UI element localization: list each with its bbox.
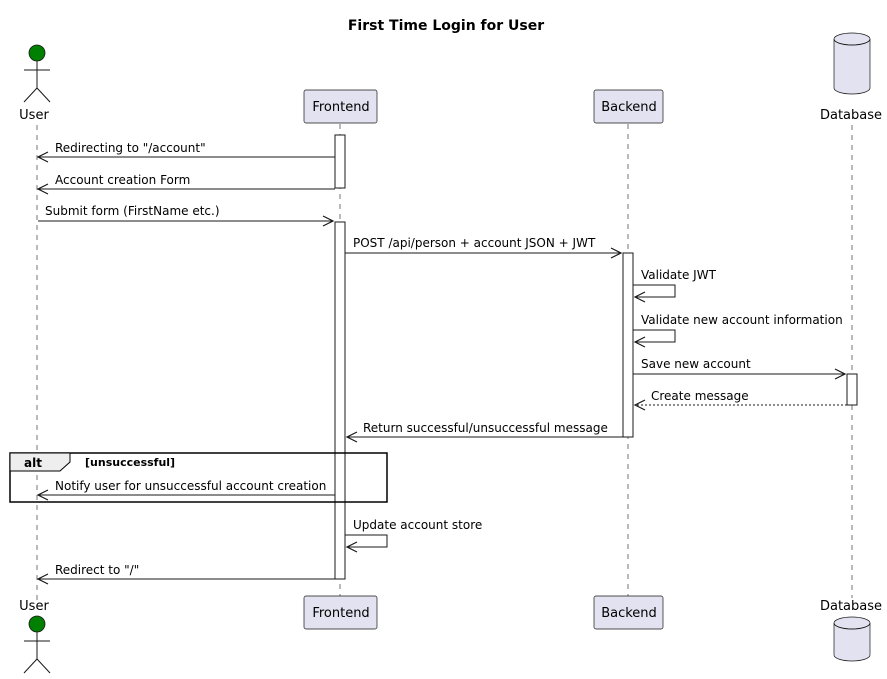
message-label: Save new account: [641, 357, 751, 371]
activation-frontend-2: [334, 221, 346, 580]
participant-backend-top: Backend: [593, 89, 664, 124]
message-8-return: Create message: [633, 389, 847, 411]
activation-backend: [622, 252, 634, 438]
participant-label: User: [19, 599, 49, 614]
message-label: Validate JWT: [641, 268, 717, 282]
activation-database: [846, 373, 858, 406]
message-label: Account creation Form: [55, 173, 190, 187]
participant-label: Backend: [601, 606, 657, 621]
message-11-self: Update account store: [345, 518, 482, 553]
participant-user-bottom: User: [19, 599, 51, 674]
participant-frontend-top: Frontend: [303, 89, 378, 124]
activation-frontend-1: [334, 134, 346, 189]
message-4: POST /api/person + account JSON + JWT: [345, 236, 623, 259]
participant-database-top: Database: [820, 32, 882, 123]
participant-user-top: User: [19, 44, 51, 123]
participant-database-bottom: Database: [820, 599, 882, 662]
message-label: Update account store: [353, 518, 482, 532]
message-label: Create message: [651, 389, 749, 403]
message-label: Validate new account information: [641, 313, 843, 327]
participant-label: Database: [820, 108, 882, 123]
message-3: Submit form (FirstName etc.): [38, 204, 335, 227]
message-1: Redirecting to "/account": [36, 141, 335, 163]
participant-label: Backend: [601, 100, 657, 115]
fragment-guard: [unsuccessful]: [85, 456, 175, 469]
message-9: Return successful/unsuccessful message: [345, 421, 623, 443]
message-2: Account creation Form: [36, 173, 335, 195]
diagram-title: First Time Login for User: [348, 18, 544, 34]
message-label: Notify user for unsuccessful account cre…: [55, 479, 326, 493]
message-6-self: Validate new account information: [633, 313, 843, 348]
fragment-operator: alt: [24, 456, 42, 470]
message-label: Submit form (FirstName etc.): [45, 204, 220, 218]
participant-label: Frontend: [312, 100, 369, 115]
participant-backend-bottom: Backend: [593, 595, 664, 630]
message-label: Redirecting to "/account": [55, 141, 206, 155]
actor-icon: [23, 44, 51, 103]
database-icon: [833, 32, 871, 95]
participant-label: User: [19, 108, 49, 123]
message-label: Return successful/unsuccessful message: [363, 421, 608, 435]
message-label: POST /api/person + account JSON + JWT: [353, 236, 596, 250]
message-label: Redirect to "/": [55, 563, 139, 577]
actor-icon: [23, 615, 51, 674]
database-icon: [833, 616, 871, 662]
message-10: Notify user for unsuccessful account cre…: [36, 479, 335, 501]
message-5-self: Validate JWT: [633, 268, 717, 303]
alt-fragment: alt [unsuccessful]: [9, 452, 388, 503]
participant-label: Frontend: [312, 606, 369, 621]
participant-label: Database: [820, 599, 882, 614]
message-12: Redirect to "/": [36, 563, 335, 585]
message-7: Save new account: [633, 357, 847, 380]
participant-frontend-bottom: Frontend: [303, 595, 378, 630]
